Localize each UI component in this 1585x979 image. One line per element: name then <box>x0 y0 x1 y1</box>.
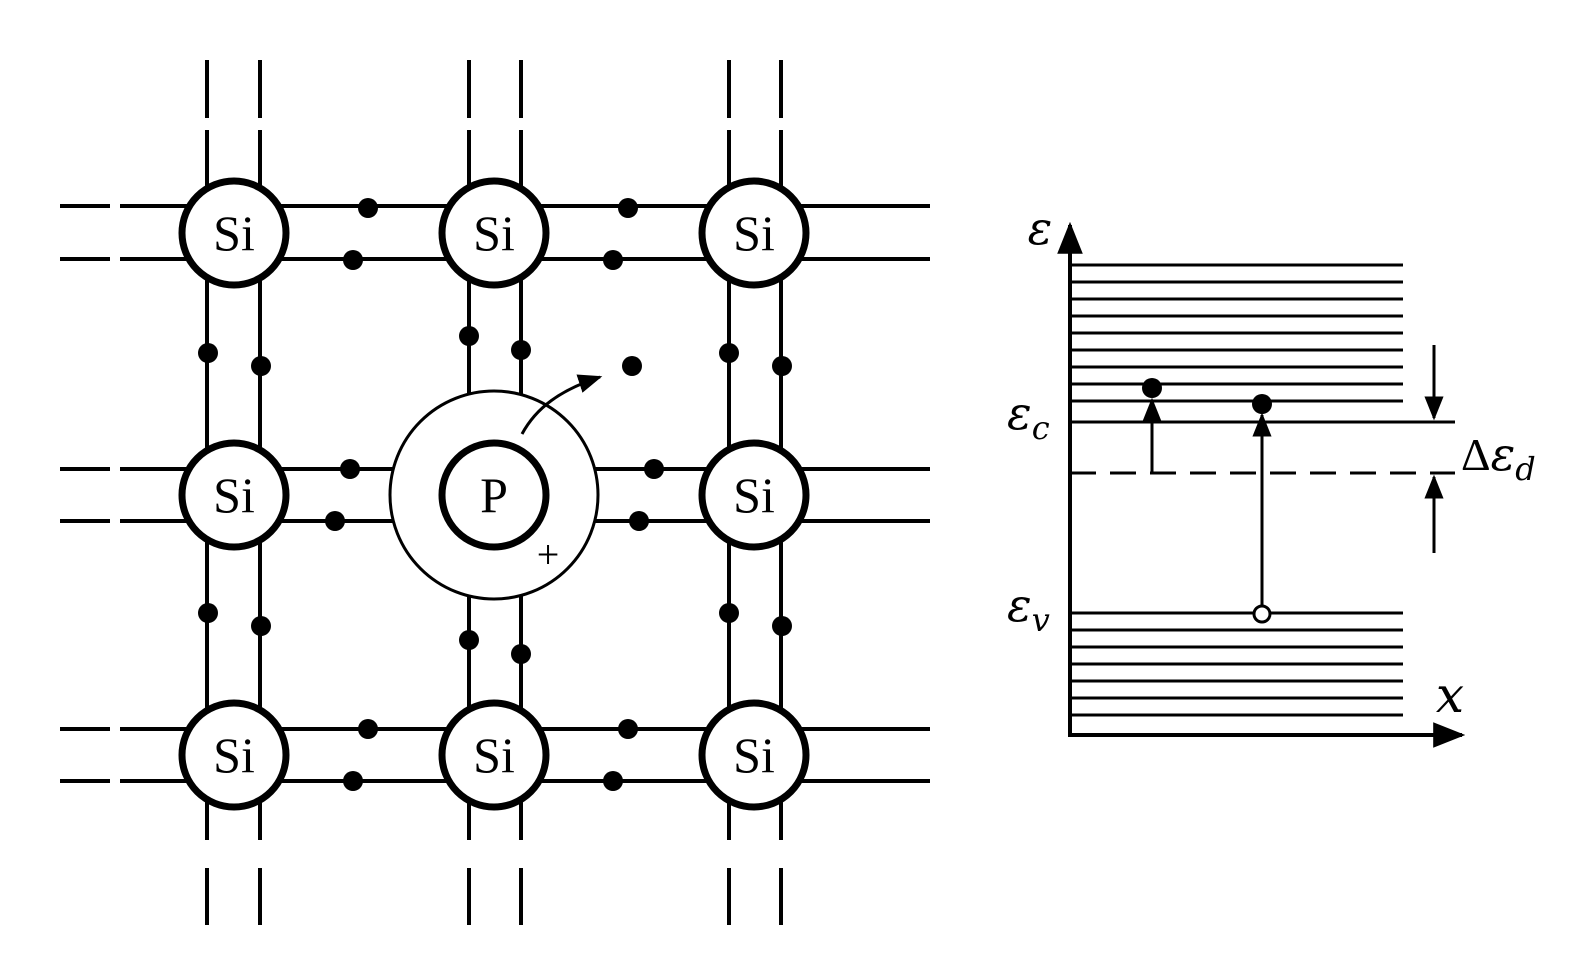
ionization-arrow <box>520 374 603 435</box>
electron <box>618 198 638 218</box>
electron <box>325 511 345 531</box>
band-diagram: ε x εc εv Δεd <box>1007 201 1536 748</box>
electron <box>198 343 218 363</box>
atom-label: Si <box>473 205 515 261</box>
vertical-bond-dashes <box>205 60 783 925</box>
electron <box>343 250 363 270</box>
electron <box>358 719 378 739</box>
electron <box>772 356 792 376</box>
electron <box>459 326 479 346</box>
electron <box>251 616 271 636</box>
electron <box>340 459 360 479</box>
donor-gap-label: Δεd <box>1461 427 1536 488</box>
electron <box>772 616 792 636</box>
atom-label: Si <box>473 727 515 783</box>
atom-si-4: Si <box>178 439 290 551</box>
atom-label: Si <box>733 467 775 523</box>
electron <box>198 603 218 623</box>
silicon-lattice: Si Si Si Si P Si Si Si <box>60 60 930 925</box>
atom-label: Si <box>213 467 255 523</box>
atom-si-7: Si <box>178 699 290 811</box>
atom-label: Si <box>213 205 255 261</box>
atom-si-8: Si <box>438 699 550 811</box>
electron <box>629 511 649 531</box>
atom-si-6: Si <box>698 439 810 551</box>
electron <box>358 198 378 218</box>
electron <box>511 340 531 360</box>
atom-label: P <box>480 467 508 523</box>
horizontal-bond-dashes <box>60 204 925 783</box>
electron <box>459 630 479 650</box>
position-axis-label: x <box>1436 666 1464 724</box>
atom-si-1: Si <box>178 177 290 289</box>
electron <box>719 343 739 363</box>
conduction-band-label: εc <box>1007 386 1050 447</box>
hole <box>1252 604 1272 624</box>
energy-axis-label: ε <box>1028 201 1053 255</box>
electron <box>343 771 363 791</box>
atom-si-3: Si <box>698 177 810 289</box>
valence-band <box>1070 611 1403 717</box>
free-electron <box>622 356 642 376</box>
atom-p: P <box>438 439 550 551</box>
bonding-electrons <box>198 198 792 791</box>
electron <box>603 250 623 270</box>
atom-label: Si <box>733 205 775 261</box>
atom-label: Si <box>733 727 775 783</box>
ion-charge: + <box>537 532 560 577</box>
excited-electron <box>1252 394 1272 414</box>
electron <box>251 356 271 376</box>
atom-si-2: Si <box>438 177 550 289</box>
conduction-band <box>1070 263 1455 424</box>
electron <box>618 719 638 739</box>
electron <box>644 459 664 479</box>
valence-band-label: εv <box>1007 578 1050 639</box>
atom-si-9: Si <box>698 699 810 811</box>
electron <box>719 603 739 623</box>
electron <box>511 644 531 664</box>
excited-electron <box>1142 378 1162 398</box>
electron <box>603 771 623 791</box>
atom-label: Si <box>213 727 255 783</box>
